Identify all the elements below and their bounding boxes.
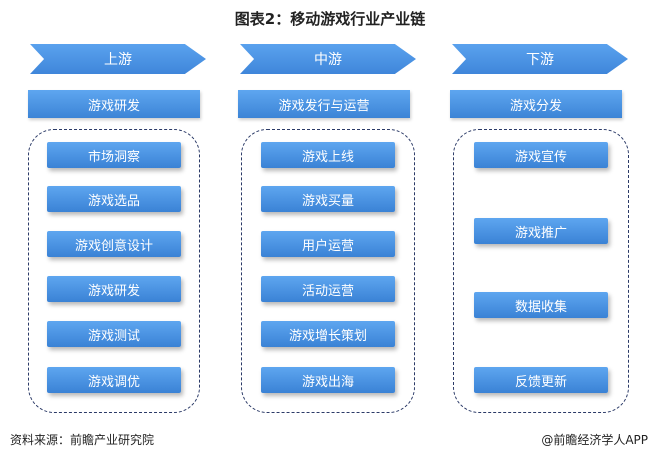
midstream-item: 游戏增长策划 (261, 321, 395, 347)
downstream-item: 反馈更新 (474, 367, 608, 393)
downstream-item: 游戏推广 (474, 218, 608, 244)
diagram-title: 图表2：移动游戏行业产业链 (234, 10, 426, 28)
midstream-panel: 游戏上线 游戏买量 用户运营 活动运营 游戏增长策划 游戏出海 (241, 129, 415, 413)
stage-midstream-arrow: 中游 (240, 44, 416, 74)
upstream-panel: 市场洞察 游戏选品 游戏创意设计 游戏研发 游戏测试 游戏调优 (28, 129, 200, 413)
upstream-header: 游戏研发 (28, 90, 200, 118)
downstream-panel: 游戏宣传 游戏推广 数据收集 反馈更新 (453, 129, 629, 413)
stage-upstream-arrow: 上游 (30, 44, 206, 74)
downstream-item: 数据收集 (474, 292, 608, 318)
downstream-header: 游戏分发 (450, 90, 622, 118)
stage-downstream-arrow: 下游 (452, 44, 628, 74)
upstream-item: 市场洞察 (47, 142, 181, 168)
upstream-item: 游戏研发 (47, 276, 181, 302)
midstream-item: 游戏上线 (261, 142, 395, 168)
source-note: 资料来源：前瞻产业研究院 (10, 433, 155, 447)
midstream-item: 游戏出海 (261, 367, 395, 393)
credit-note: @前瞻经济学人APP (541, 433, 648, 447)
midstream-item: 用户运营 (261, 231, 395, 257)
upstream-item: 游戏测试 (47, 321, 181, 347)
upstream-item: 游戏创意设计 (47, 231, 181, 257)
upstream-item: 游戏调优 (47, 367, 181, 393)
downstream-item: 游戏宣传 (474, 142, 608, 168)
midstream-header: 游戏发行与运营 (238, 90, 410, 118)
upstream-item: 游戏选品 (47, 186, 181, 212)
midstream-item: 活动运营 (261, 276, 395, 302)
midstream-item: 游戏买量 (261, 186, 395, 212)
